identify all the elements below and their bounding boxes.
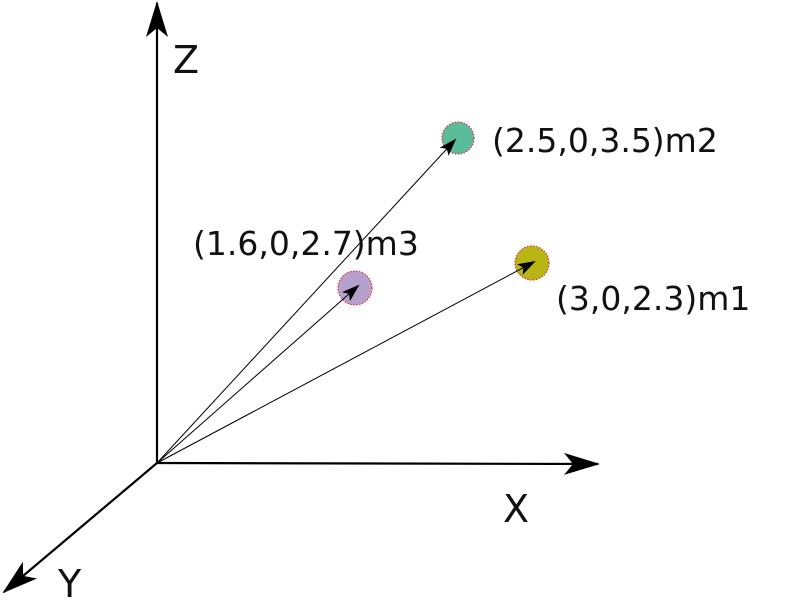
vector-m3 (156, 284, 360, 464)
axes (2, 1, 600, 594)
point-m3-label: (1.6,0,2.7)m3 (193, 224, 419, 263)
vector-m2 (156, 138, 457, 464)
vectors (156, 138, 536, 464)
x-axis-label: X (503, 487, 529, 531)
y-axis (2, 462, 158, 594)
y-axis-label: Y (57, 562, 82, 601)
x-axis (156, 452, 600, 475)
vector-m1 (156, 261, 536, 464)
point-m1-label: (3,0,2.3)m1 (556, 279, 750, 318)
point-m2-label: (2.5,0,3.5)m2 (492, 121, 718, 160)
z-axis-label: Z (173, 38, 199, 82)
